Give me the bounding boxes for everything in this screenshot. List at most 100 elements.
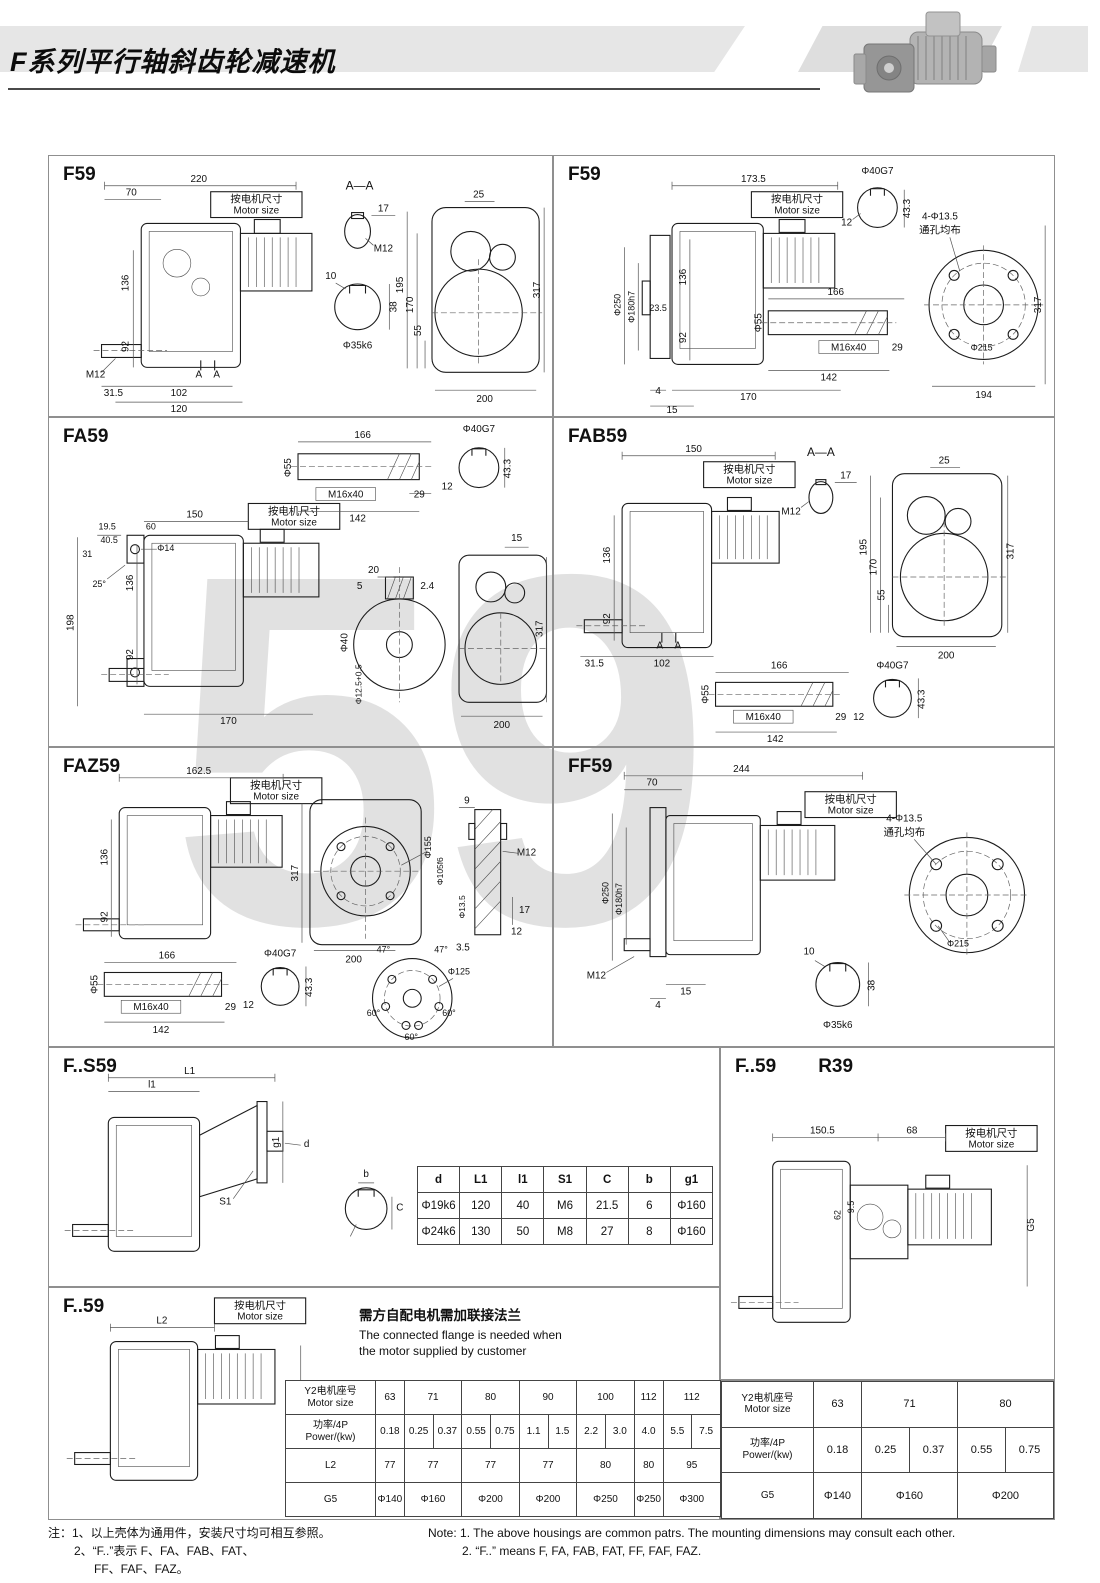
cell: Φ200 [518,1482,578,1517]
note-line: Note: 1. The above housings are common p… [428,1526,956,1540]
motor-size-box: 按电机尺寸 Motor size [703,461,796,489]
dim-label: 70 [126,188,138,199]
cell: 0.37 [432,1414,463,1449]
combined-gearbox-view [730,1160,992,1323]
panel-title: F..59 [63,1296,105,1317]
deco-bar [1018,26,1088,72]
cell: 40 [501,1192,545,1219]
panel-title-part2: R39 [818,1056,854,1077]
f59-flange-drawing: 按电机尺寸 Motor size 173.5 [612,166,1046,416]
page-title: F系列平行轴斜齿轮减速机 [10,47,336,77]
cell: Φ24k6 [416,1218,461,1245]
dim-label: 142 [349,513,366,524]
shaft-end-section [260,966,300,1006]
dim-label: 68 [906,1125,918,1136]
panel-fab59: FAB59 按电机尺寸 Motor size [553,417,1055,747]
table-header-row: d L1 l1 S1 C b g1 [416,1166,714,1193]
dim-label: 12 [243,1000,255,1011]
flange-front-view [924,245,1044,365]
dim-label: 60° [405,1032,419,1042]
dim-label: 244 [733,764,750,775]
cell: Φ160 [669,1192,714,1219]
dim-label: 170 [220,716,237,727]
cell: M8 [543,1218,587,1245]
dim-label: 17 [840,471,852,482]
dim-label: 150.5 [810,1125,835,1136]
motor-size-en: Motor size [968,1139,1014,1150]
motor-size-en: Motor size [253,792,299,803]
cell: 130 [459,1218,503,1245]
dim-label: 136 [120,274,131,291]
cell: 77 [403,1448,463,1483]
panel-fs59: F..S59 L1 l1 g1 S1 d b C [48,1047,720,1287]
flange-front-view [904,832,1030,958]
row-label-zh: Y2电机座号 [741,1392,794,1404]
f59-generic-drawing: 按电机尺寸 Motor size L2 G5 [66,1297,311,1481]
motor-size-box: 按电机尺寸 Motor size [210,191,303,219]
cell: 0.37 [909,1426,958,1474]
dim-label: 200 [493,720,510,731]
note-line: FF、FAF、FAZ。 [94,1562,189,1576]
dim-label: Φ215 [971,343,993,353]
cell: 1.1 [518,1414,549,1449]
shaft-detail [761,310,897,354]
dim-label: 12 [511,927,523,938]
dim-label: 317 [535,620,546,637]
dim-label: 5 [357,581,363,592]
gearbox-side-view [64,1101,284,1252]
dim-label: Φ250 [600,882,610,904]
col-header: g1 [669,1166,714,1193]
cell: 120 [459,1192,503,1219]
dim-label: Φ55 [283,458,294,477]
cell: 4.0 [633,1414,664,1449]
dim-label: 19.5 [98,521,115,531]
dim-label: 198 [65,614,76,631]
dim-label: 38 [388,301,399,313]
cell: 63 [375,1380,405,1415]
col-header: d [416,1166,461,1193]
cell: 0.18 [375,1414,405,1449]
cell: 5.5 [662,1414,693,1449]
shaft-end-section [857,187,898,228]
cell: 0.25 [403,1414,434,1449]
panel-title: F59 [63,164,96,185]
power-row: 功率/4P Power/(kw) 0.18 0.25 0.37 0.55 0.7… [285,1414,721,1449]
table-row: Φ24k6 130 50 M8 27 8 Φ160 [416,1218,714,1245]
dim-label: M16x40 [831,343,867,354]
dim-label: 31.5 [585,658,605,669]
cell: 0.55 [957,1426,1006,1474]
dim-label: 25 [473,190,485,201]
dim-label: 29 [414,490,426,501]
dim-label: 31 [82,549,92,559]
cell: Φ140 [813,1472,862,1519]
dim-label: 29 [892,343,904,354]
motor-size-box: 按电机尺寸 Motor size [247,502,341,530]
notes-english: Note: 1. The above housings are common p… [428,1524,1058,1560]
flange-note-zh: 需方自配电机需加联接法兰 [359,1308,521,1323]
dim-label: M12 [781,506,801,517]
section-marker: A [195,369,202,380]
dim-label: 4-Φ13.5 [886,814,923,825]
power-row: 功率/4P Power/(kw) 0.18 0.25 0.37 0.55 0.7… [721,1426,1054,1474]
motor-size-en: Motor size [271,517,317,528]
dim-label: M12 [517,847,537,858]
dim-label: Φ180h7 [626,291,636,323]
col-header: b [627,1166,671,1193]
section-marker: A [213,369,220,380]
row-label: 功率/4P Power/(kw) [721,1426,814,1474]
fa59-drawing: 按电机尺寸 Motor size 166 Φ55 M16x40 142 29 [65,424,548,731]
dim-label: 136 [678,268,689,285]
dim-label: 195 [859,538,870,555]
dim-label: M12 [86,369,106,380]
dim-label: M16x40 [746,712,782,723]
panel-f59-side: F59 按电机尺寸 Motor size [48,155,553,417]
cell: 0.25 [861,1426,910,1474]
dim-label: 200 [345,955,362,966]
cell: 0.55 [461,1414,491,1449]
dim-label: Φ13.5 [457,895,467,918]
col-header: C [585,1166,629,1193]
f59-drawing: 按电机尺寸 Motor size 220 70 A—A 17 M12 [86,174,545,415]
motor-size-en: Motor size [828,806,874,817]
faz59-drawing: 按电机尺寸 Motor size [75,766,537,1042]
